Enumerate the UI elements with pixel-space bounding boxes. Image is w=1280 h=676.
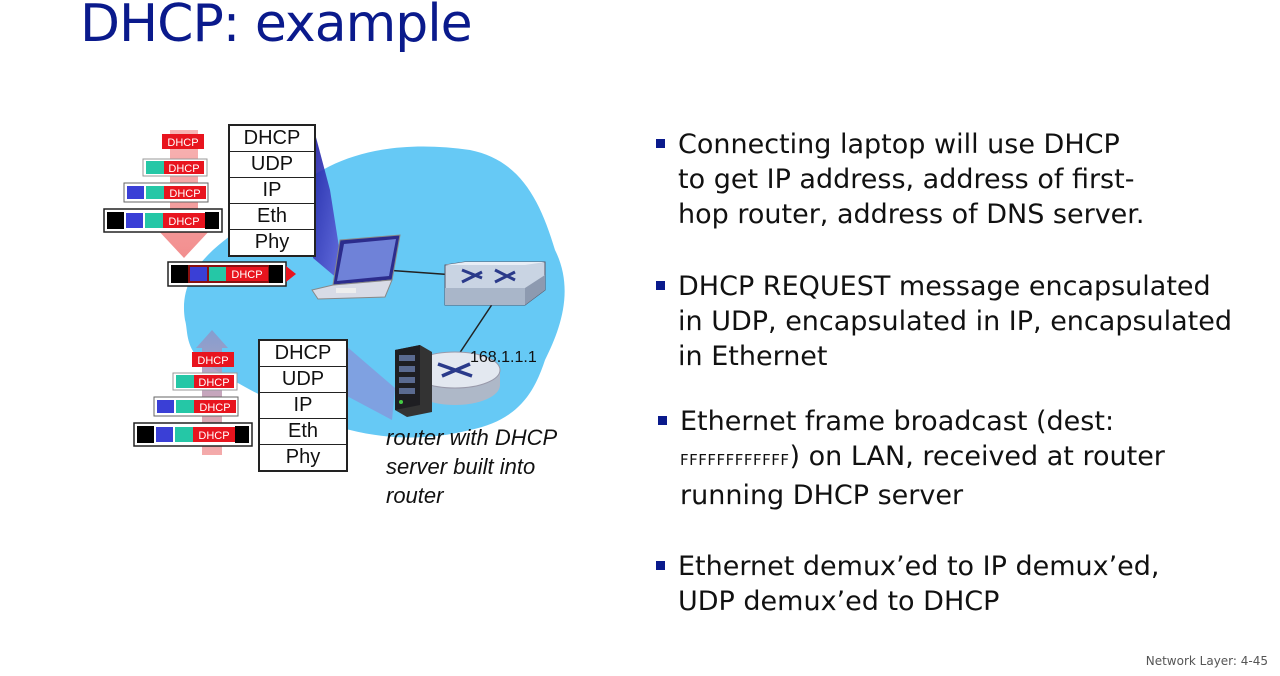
bullet-line: UDP demux’ed to DHCP [678, 586, 1000, 617]
router-icon [409, 351, 501, 405]
router-caption-line: router [386, 483, 444, 508]
bullet-square-icon [656, 281, 665, 290]
bullet-line: FFFFFFFFFFFF) on LAN, received at router [680, 439, 1165, 478]
router-caption: router with DHCP server built into route… [386, 423, 557, 510]
bullet-line: in Ethernet [678, 341, 828, 372]
stack-layer: Eth [230, 204, 314, 230]
router-caption-line: server built into [386, 454, 536, 479]
bullet-line: DHCP REQUEST message encapsulated [678, 271, 1211, 302]
bullet-line: in UDP, encapsulated in IP, encapsulated [678, 306, 1233, 337]
bullet-line: running DHCP server [680, 480, 964, 511]
slide-footer: Network Layer: 4-45 [1145, 654, 1268, 668]
bullet-line: Ethernet frame broadcast (dest: [680, 406, 1115, 437]
svg-text:DHCP: DHCP [198, 430, 229, 442]
broadcast-address: FFFFFFFFFFFF [680, 451, 790, 469]
stack-layer: UDP [260, 367, 346, 393]
laptop-protocol-stack: DHCP UDP IP Eth Phy [228, 124, 316, 257]
bullet-square-icon [658, 416, 667, 425]
stack-layer: DHCP [260, 341, 346, 367]
stack-layer: IP [260, 393, 346, 419]
router-protocol-stack: DHCP UDP IP Eth Phy [258, 339, 348, 472]
bullet-4: Ethernet demux’ed to IP demux’ed, UDP de… [656, 549, 1160, 619]
bullet-1: Connecting laptop will use DHCP to get I… [656, 127, 1145, 232]
laptop-switch-link [384, 269, 456, 276]
router-caption-line: router with DHCP [386, 425, 558, 450]
switch-router-link [454, 299, 496, 361]
bullet-2: DHCP REQUEST message encapsulated in UDP… [656, 269, 1232, 374]
packet-eth-router: DHCP [133, 422, 253, 447]
switch-icon [444, 261, 546, 306]
slide-title: DHCP: example [80, 0, 473, 54]
laptop-stack-beam [313, 126, 345, 285]
bullet-square-icon [656, 139, 665, 148]
server-icon [395, 345, 432, 417]
packet-ip: DHCP [123, 182, 209, 203]
stack-layer: Phy [285, 446, 321, 468]
packet-eth: DHCP [103, 208, 223, 233]
bullet-line: Ethernet demux’ed to IP demux’ed, [678, 551, 1160, 582]
packet-udp-router: DHCP [172, 372, 238, 391]
stack-layer: UDP [230, 152, 314, 178]
svg-text:DHCP: DHCP [167, 137, 198, 149]
svg-text:DHCP: DHCP [198, 377, 229, 389]
packet-udp: DHCP [142, 158, 208, 177]
svg-text:DHCP: DHCP [197, 355, 228, 367]
svg-text:DHCP: DHCP [199, 402, 230, 414]
svg-text:DHCP: DHCP [168, 163, 199, 175]
router-stack-beam [345, 345, 395, 420]
packet-dhcp-router: DHCP [192, 352, 234, 367]
bullet-line-rest: ) on LAN, received at router [789, 441, 1165, 472]
bullet-line: Connecting laptop will use DHCP [678, 129, 1120, 160]
svg-text:DHCP: DHCP [168, 216, 199, 228]
bullet-3: Ethernet frame broadcast (dest: FFFFFFFF… [658, 404, 1165, 513]
laptop-icon [311, 234, 401, 300]
stack-layer: Phy [254, 231, 290, 253]
packet-ip-router: DHCP [153, 396, 239, 417]
packet-dhcp: DHCP [162, 134, 204, 149]
packet-on-wire: DHCP [167, 261, 296, 287]
stack-layer: DHCP [230, 126, 314, 152]
bullet-square-icon [656, 561, 665, 570]
bullet-line: hop router, address of DNS server. [678, 199, 1145, 230]
svg-text:DHCP: DHCP [169, 188, 200, 200]
router-ip-address: 168.1.1.1 [470, 349, 537, 366]
stack-layer: IP [230, 178, 314, 204]
stack-layer: Eth [260, 419, 346, 445]
bullet-line: to get IP address, address of first- [678, 164, 1135, 195]
svg-text:DHCP: DHCP [231, 269, 262, 281]
